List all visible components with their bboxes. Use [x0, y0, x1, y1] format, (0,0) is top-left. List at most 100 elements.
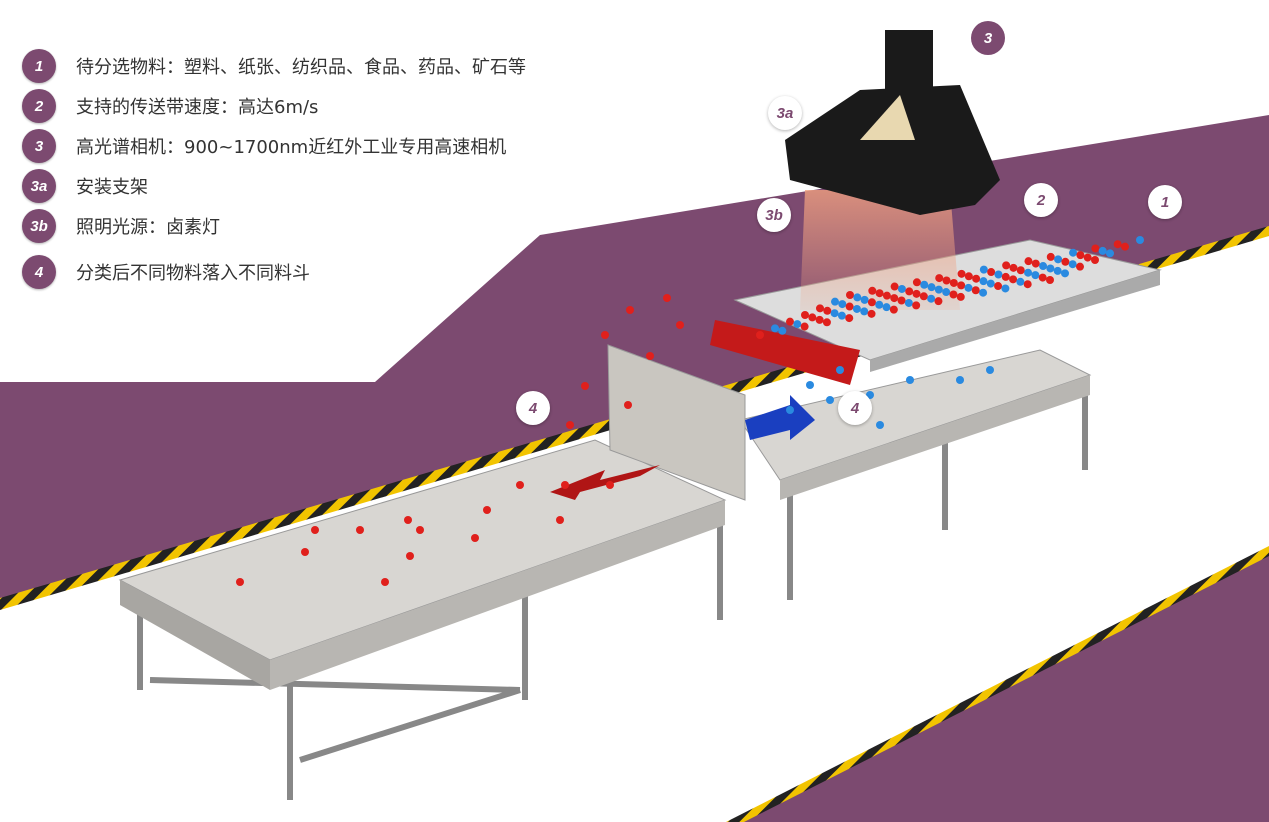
particle: [1046, 252, 1055, 261]
particle: [867, 298, 876, 307]
particle: [1061, 269, 1069, 278]
particle: [786, 317, 794, 326]
legend-badge: 4: [22, 255, 56, 289]
particle: [483, 506, 491, 514]
particle: [986, 279, 995, 288]
particle: [904, 298, 913, 307]
legend-badge: 1: [22, 49, 56, 83]
particle: [949, 278, 958, 287]
particle: [516, 481, 524, 489]
particle: [987, 268, 996, 277]
legend-badge: 3b: [22, 209, 56, 243]
particle: [845, 302, 854, 311]
particle: [236, 578, 244, 586]
particle: [905, 287, 914, 296]
particle: [994, 270, 1003, 279]
particle: [1001, 272, 1010, 281]
particle: [1046, 264, 1055, 273]
particle: [979, 288, 988, 297]
particle: [994, 282, 1003, 291]
particle: [815, 315, 824, 324]
particle: [1038, 273, 1047, 282]
particle: [826, 396, 834, 404]
particle: [471, 534, 479, 542]
particle: [1024, 268, 1033, 277]
particle: [1054, 255, 1063, 264]
legend-badge: 3a: [22, 169, 56, 203]
particle: [1076, 251, 1085, 260]
particle: [624, 401, 632, 409]
left-conveyor: [137, 520, 723, 800]
particle: [1009, 275, 1018, 284]
marker-camera: 3: [971, 21, 1005, 55]
particle: [793, 320, 802, 329]
particle: [964, 283, 973, 292]
particle: [756, 331, 764, 339]
halogen-lamp: [860, 95, 915, 140]
particle: [1031, 271, 1040, 280]
particle: [868, 286, 877, 295]
particle: [1136, 236, 1144, 244]
particle: [786, 406, 794, 414]
particle: [822, 318, 831, 327]
particle: [1098, 246, 1107, 255]
particle: [846, 291, 854, 299]
red-chute: [710, 320, 860, 385]
particle: [971, 286, 980, 295]
particle: [949, 290, 958, 299]
particle: [1091, 256, 1099, 264]
particle: [831, 297, 839, 306]
marker-belt-speed: 2: [1024, 183, 1058, 217]
particle: [404, 516, 412, 524]
particle: [626, 306, 634, 314]
particle: [979, 277, 988, 286]
particle: [979, 265, 988, 274]
particle: [919, 292, 928, 301]
divider-plate: [607, 344, 746, 501]
marker-bin-left: 4: [516, 391, 550, 425]
particle: [663, 294, 671, 302]
particle: [601, 331, 609, 339]
particle: [912, 278, 921, 287]
red-arrow: [550, 465, 660, 500]
marker-bin-right: 4: [838, 391, 872, 425]
particle: [897, 284, 906, 293]
hazard-stripe-front: [726, 546, 1269, 822]
particle: [1046, 276, 1054, 284]
particle: [845, 314, 854, 323]
particle: [853, 293, 862, 302]
particle: [927, 294, 936, 303]
particle: [606, 481, 614, 489]
particle: [1023, 280, 1032, 289]
particle: [1068, 260, 1077, 269]
particle: [852, 304, 861, 313]
particle: [986, 366, 994, 374]
particle: [808, 313, 817, 322]
particle: [823, 306, 832, 315]
particle: [830, 309, 839, 318]
particle: [778, 326, 787, 335]
particle: [1083, 253, 1092, 262]
particle: [882, 303, 891, 312]
particle: [957, 281, 966, 290]
particle: [836, 366, 844, 374]
particle: [800, 322, 809, 331]
particle: [957, 269, 966, 278]
particle: [1053, 266, 1062, 275]
particle: [646, 352, 654, 360]
particle: [1061, 257, 1070, 266]
particle: [876, 421, 884, 429]
particle: [942, 288, 951, 297]
particle: [920, 280, 929, 289]
particle: [956, 376, 964, 384]
particle: [1113, 240, 1122, 249]
particle: [875, 289, 884, 298]
camera-mount: [785, 30, 1000, 215]
particle: [301, 548, 309, 556]
legend-badge: 3: [22, 129, 56, 163]
particle: [890, 282, 899, 291]
